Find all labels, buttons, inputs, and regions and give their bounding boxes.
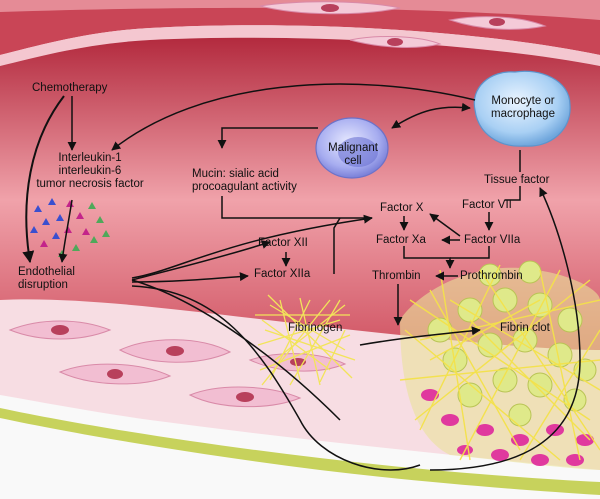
malignant-cell-shape bbox=[315, 117, 389, 179]
chemotherapy-label: Chemotherapy bbox=[32, 82, 108, 94]
prothrombin-label: Prothrombin bbox=[460, 270, 523, 282]
interleukin-6-label: interleukin-6 bbox=[58, 165, 122, 177]
pathway-arrows bbox=[22, 83, 581, 471]
malignant-line1: Malignant bbox=[328, 142, 378, 154]
thrombin-label: Thrombin bbox=[372, 270, 421, 282]
malignant-line2: cell bbox=[344, 155, 362, 167]
monocyte-label: Monocyte or macrophage bbox=[482, 95, 564, 121]
mucin-line2: procoagulant activity bbox=[192, 181, 297, 193]
mucin-line1: Mucin: sialic acid bbox=[192, 168, 279, 180]
monocyte-shape bbox=[473, 70, 571, 147]
interleukin-1-label: Interleukin-1 bbox=[58, 152, 122, 164]
endothelial-line2: disruption bbox=[18, 279, 68, 291]
fibrinogen-label: Fibrinogen bbox=[288, 322, 343, 334]
tnf-label: tumor necrosis factor bbox=[36, 178, 144, 190]
fibrin-clot-label: Fibrin clot bbox=[500, 322, 550, 334]
cytokines-label: Interleukin-1 interleukin-6 tumor necros… bbox=[20, 152, 160, 191]
factor-x-label: Factor X bbox=[380, 202, 424, 214]
fibrinogen-strands bbox=[255, 294, 356, 386]
factor-xa-label: Factor Xa bbox=[376, 234, 426, 246]
factor-vii-label: Factor VII bbox=[462, 199, 512, 211]
fibrin-clot-mass bbox=[399, 260, 600, 470]
mucin-label: Mucin: sialic acid procoagulant activity bbox=[192, 168, 297, 194]
endothelial-line1: Endothelial bbox=[18, 266, 75, 278]
endothelial-disruption-label: Endothelial disruption bbox=[18, 266, 75, 292]
malignant-cell-label: Malignant cell bbox=[324, 142, 382, 168]
factor-viia-label: Factor VIIa bbox=[464, 234, 521, 246]
factor-xiia-label: Factor XIIa bbox=[254, 268, 311, 280]
monocyte-line2: macrophage bbox=[491, 108, 555, 120]
factor-xii-label: Factor XII bbox=[258, 237, 308, 249]
tissue-factor-label: Tissue factor bbox=[484, 174, 550, 186]
monocyte-line1: Monocyte or bbox=[491, 95, 555, 107]
